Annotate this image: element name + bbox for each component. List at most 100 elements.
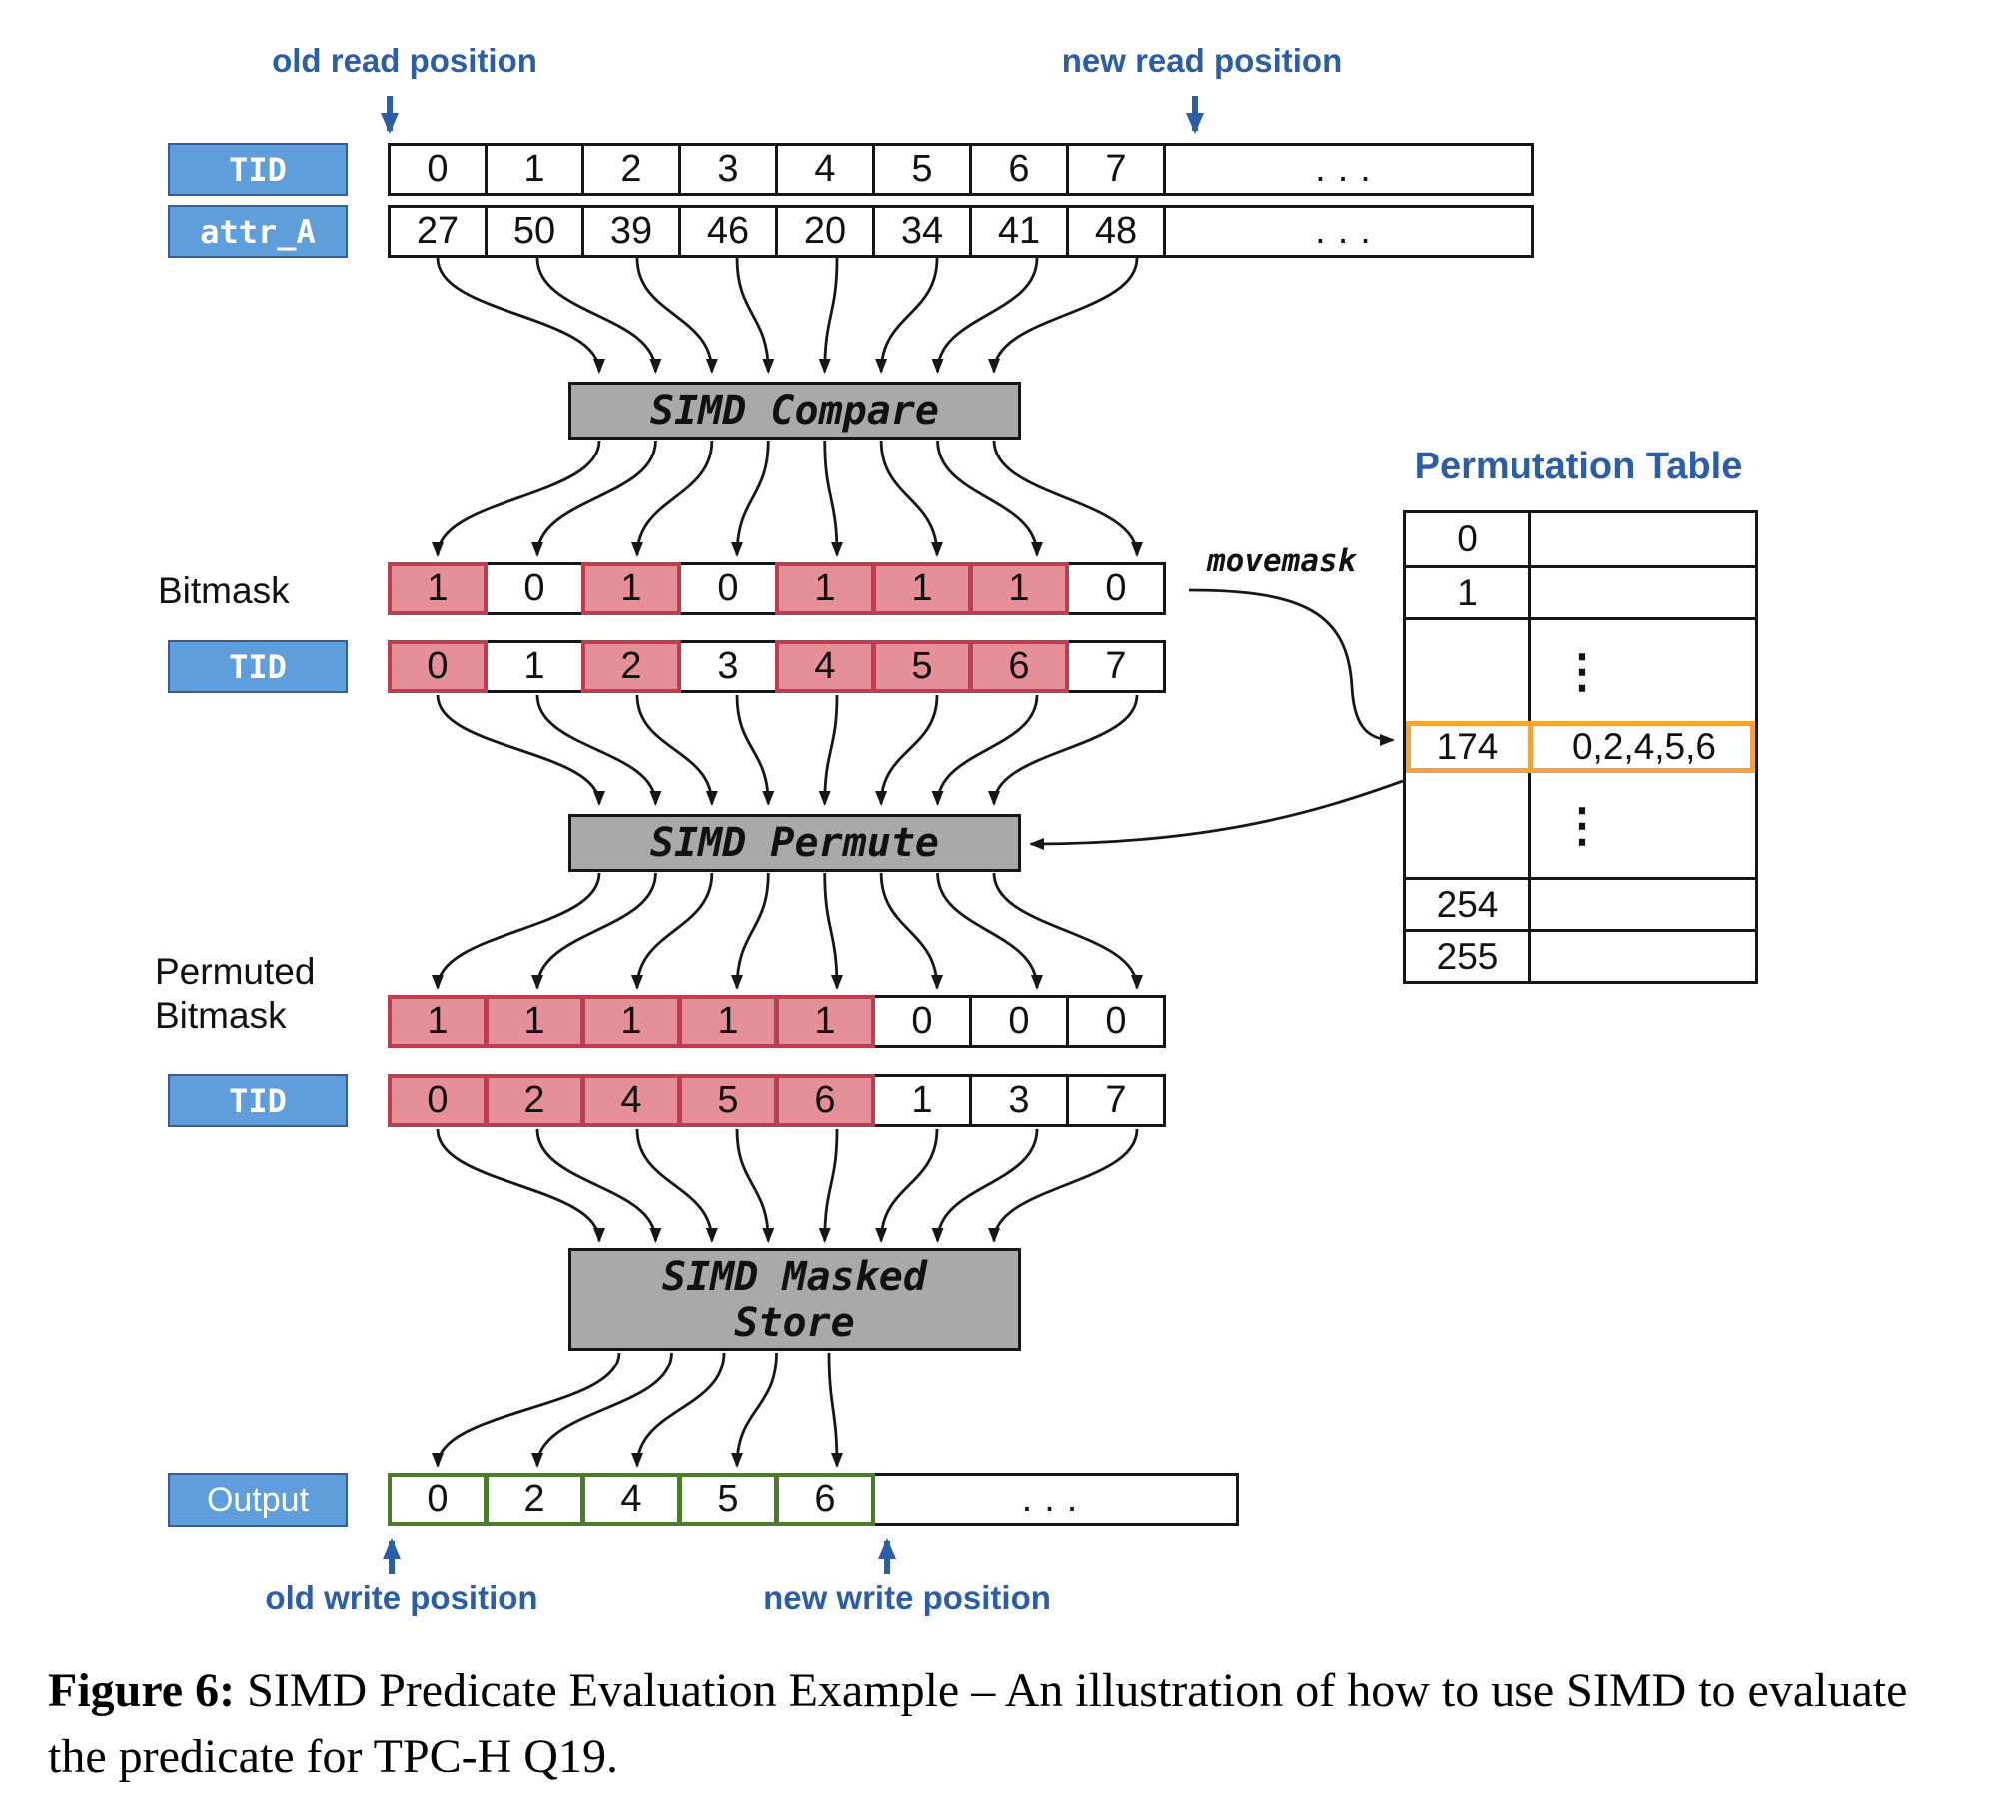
output-cell: 6 — [775, 1473, 875, 1526]
array-cell-highlighted: 2 — [485, 1074, 584, 1127]
array-cell: 1 — [872, 1074, 972, 1127]
bitmask-array: 1 0 1 0 1 1 1 0 — [388, 562, 1166, 615]
array-cell-highlighted: 6 — [969, 640, 1069, 693]
pt-value — [1528, 880, 1755, 929]
caption-text: SIMD Predicate Evaluation Example – An i… — [48, 1664, 1908, 1784]
array-cell: 20 — [775, 205, 875, 258]
output-cell: 0 — [388, 1473, 488, 1526]
tid-array-permuted: 0 2 4 5 6 1 3 7 — [388, 1074, 1166, 1127]
pt-index: 174 — [1436, 726, 1499, 767]
pt-ellipsis: ⋮ — [1528, 773, 1755, 877]
pt-ellipsis: ⋮ — [1528, 620, 1755, 721]
movemask-label: movemask — [1207, 543, 1357, 579]
pt-index — [1406, 620, 1528, 721]
pt-dots-row: ⋮ — [1406, 773, 1755, 877]
array-ellipsis-cell: ... — [1163, 143, 1534, 196]
tid-label-top: TID — [168, 143, 348, 196]
permuted-bitmask-label-line1: Permuted — [155, 951, 316, 992]
output-cell: 4 — [581, 1473, 681, 1526]
simd-compare-box: SIMD Compare — [568, 382, 1021, 440]
array-cell-highlighted: 1 — [485, 995, 584, 1048]
array-cell: 5 — [872, 143, 972, 196]
simd-masked-store-label-line2: Store — [734, 1299, 855, 1346]
array-cell: 1 — [485, 640, 584, 693]
figure-caption: Figure 6: SIMD Predicate Evaluation Exam… — [48, 1658, 1946, 1790]
array-cell: 1 — [485, 143, 584, 196]
tid-array-mid: 0 1 2 3 4 5 6 7 — [388, 640, 1166, 693]
array-cell-highlighted: 4 — [775, 640, 875, 693]
array-cell-highlighted: 0 — [388, 1074, 488, 1127]
pt-index: 0 — [1457, 518, 1478, 559]
array-cell: 7 — [1066, 640, 1166, 693]
permuted-bitmask-label-line2: Bitmask — [155, 995, 287, 1036]
array-cell: 7 — [1066, 1074, 1166, 1127]
pt-value — [1528, 932, 1755, 981]
array-cell: 41 — [969, 205, 1069, 258]
array-cell-highlighted: 1 — [581, 995, 681, 1048]
pt-value — [1528, 568, 1755, 617]
pt-value: 0,2,4,5,6 — [1528, 721, 1755, 773]
permuted-bitmask-array: 1 1 1 1 1 0 0 0 — [388, 995, 1166, 1048]
simd-masked-store-label-line1: SIMD Masked — [662, 1253, 927, 1300]
array-cell-highlighted: 1 — [388, 562, 488, 615]
array-cell: 0 — [678, 562, 778, 615]
array-cell-highlighted: 0 — [388, 640, 488, 693]
new-write-position-label: new write position — [763, 1579, 1051, 1616]
array-cell: 0 — [485, 562, 584, 615]
array-cell: 0 — [1066, 995, 1166, 1048]
array-cell: 3 — [969, 1074, 1069, 1127]
pt-index: 1 — [1457, 571, 1478, 613]
tid-label-mid: TID — [168, 640, 348, 693]
array-cell: 4 — [775, 143, 875, 196]
pt-index: 255 — [1436, 935, 1499, 977]
array-cell: 46 — [678, 205, 778, 258]
simd-permute-label: SIMD Permute — [650, 820, 939, 866]
array-ellipsis-cell: ... — [872, 1473, 1239, 1526]
pt-row: 0 — [1406, 513, 1755, 565]
pt-row: 1 — [1406, 565, 1755, 617]
array-cell: 3 — [678, 640, 778, 693]
array-cell-highlighted: 1 — [969, 562, 1069, 615]
pt-row: 255 — [1406, 929, 1755, 981]
array-cell-highlighted: 5 — [678, 1074, 778, 1127]
simd-compare-label: SIMD Compare — [650, 388, 939, 434]
array-cell-highlighted: 1 — [775, 995, 875, 1048]
array-cell-highlighted: 4 — [581, 1074, 681, 1127]
tid-label-permuted: TID — [168, 1074, 348, 1127]
output-label: Output — [168, 1473, 348, 1527]
output-cell: 5 — [678, 1473, 778, 1526]
simd-masked-store-box: SIMD Masked Store — [568, 1248, 1021, 1351]
array-cell-highlighted: 1 — [678, 995, 778, 1048]
array-cell: 2 — [581, 143, 681, 196]
pt-row-highlighted: 174 0,2,4,5,6 — [1406, 721, 1755, 773]
array-cell-highlighted: 1 — [388, 995, 488, 1048]
array-cell: 0 — [872, 995, 972, 1048]
array-cell: 39 — [581, 205, 681, 258]
permutation-table-title: Permutation Table — [1414, 446, 1743, 487]
pt-row: 254 — [1406, 877, 1755, 929]
permutation-table: 0 1 ⋮ 174 0,2,4,5,6 ⋮ 254 255 — [1403, 510, 1758, 984]
array-cell: 34 — [872, 205, 972, 258]
array-cell: 50 — [485, 205, 584, 258]
array-cell-highlighted: 1 — [775, 562, 875, 615]
array-cell: 0 — [388, 143, 488, 196]
array-cell-highlighted: 6 — [775, 1074, 875, 1127]
output-array: 0 2 4 5 6 ... — [388, 1473, 1239, 1526]
array-cell: 0 — [969, 995, 1069, 1048]
array-cell: 27 — [388, 205, 488, 258]
old-write-position-label: old write position — [265, 1579, 538, 1616]
caption-label: Figure 6: — [48, 1664, 236, 1717]
pt-index — [1406, 773, 1528, 877]
simd-permute-box: SIMD Permute — [568, 814, 1021, 872]
attr-a-label: attr_A — [168, 205, 348, 258]
permuted-bitmask-label: Permuted Bitmask — [155, 950, 315, 1038]
old-read-position-label: old read position — [272, 42, 537, 79]
new-read-position-label: new read position — [1061, 42, 1343, 79]
tid-array-top: 0 1 2 3 4 5 6 7 ... — [388, 143, 1534, 196]
array-ellipsis-cell: ... — [1163, 205, 1534, 258]
pt-value — [1528, 513, 1755, 565]
attr-a-array: 27 50 39 46 20 34 41 48 ... — [388, 205, 1534, 258]
array-cell-highlighted: 2 — [581, 640, 681, 693]
